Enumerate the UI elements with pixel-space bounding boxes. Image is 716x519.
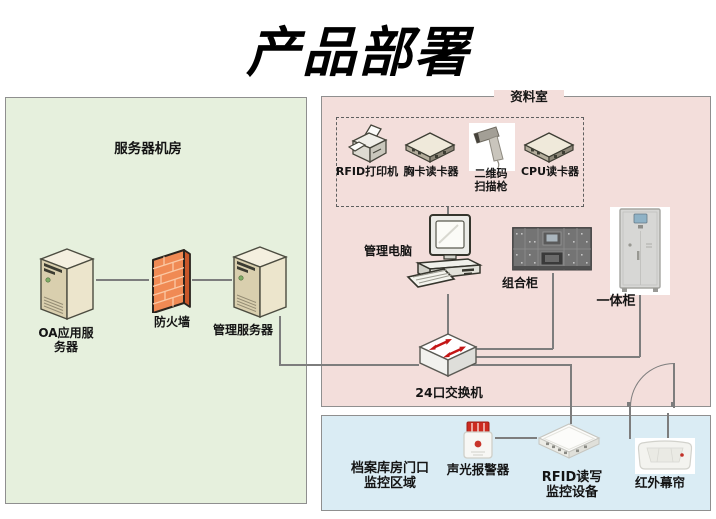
connector-ircurtain-up (667, 413, 669, 440)
connector-mgmtserver-switch (279, 364, 419, 366)
qr-scanner-label: 二维码 扫描枪 (474, 167, 508, 193)
all-in-one-cabinet-icon (610, 207, 670, 295)
cpu-reader-icon (523, 131, 575, 165)
page-title: 产品部署 (246, 21, 470, 84)
connector-mgmtserver-down (279, 316, 281, 365)
connector-switch-allinone-v (639, 294, 641, 357)
connector-switch-combocabinet-h (476, 348, 553, 350)
door-leaf (673, 363, 675, 408)
mgmt-server-label: 管理服务器 (212, 323, 273, 337)
connector-alarm-rfid (495, 437, 537, 439)
connector-switch-rfid-v (570, 364, 572, 424)
switch-24port-label: 24口交换机 (415, 385, 483, 400)
switch-24port-icon (418, 331, 478, 383)
connector-switch-rfid-h (460, 364, 571, 366)
oa-server-icon (38, 247, 96, 321)
combo-cabinet-icon (512, 227, 592, 274)
badge-reader-label: 胸卡读卡器 (403, 165, 459, 178)
mgmt-server-icon (231, 245, 289, 319)
monitor-area-label: 档案库房门口 监控区域 (350, 461, 429, 492)
qr-scanner-icon (469, 123, 515, 171)
sound-light-alarm-label: 声光报警器 (446, 462, 510, 477)
door-jamb-left (627, 402, 631, 407)
mgmt-pc-label: 管理电脑 (363, 244, 412, 258)
ir-curtain-icon (635, 438, 695, 474)
connector-firewall-mgmtserver (192, 279, 232, 281)
badge-reader-icon (404, 131, 456, 165)
connector-door-down (629, 405, 631, 439)
rfid-printer-icon (347, 123, 392, 169)
firewall-label: 防火墙 (153, 315, 190, 329)
rfid-rw-monitor-label: RFID读写 监控设备 (541, 470, 603, 501)
connector-switch-allinone-h (476, 356, 640, 358)
oa-server-label: OA应用服 务器 (38, 326, 94, 355)
reader-group-box (336, 117, 584, 207)
cpu-reader-label: CPU读卡器 (520, 165, 580, 178)
firewall-icon (149, 247, 193, 314)
mgmt-pc-icon (406, 213, 484, 295)
door-jamb-right (671, 402, 675, 407)
connector-switch-combocabinet-v (552, 273, 554, 349)
server-room-label: 服务器机房 (114, 141, 182, 157)
rfid-rw-monitor-icon (536, 421, 602, 463)
connector-pc-switch (447, 294, 449, 334)
ir-curtain-label: 红外幕帘 (634, 475, 685, 490)
rfid-printer-label: RFID打印机 (335, 165, 399, 178)
combo-cabinet-label: 组合柜 (501, 276, 538, 290)
all-in-one-cabinet-label: 一体柜 (596, 294, 636, 309)
connector-readers-pc (447, 207, 449, 215)
sound-light-alarm-icon (461, 421, 495, 459)
connector-oa-firewall (96, 279, 149, 281)
data-room-label: 资料室 (494, 89, 564, 105)
